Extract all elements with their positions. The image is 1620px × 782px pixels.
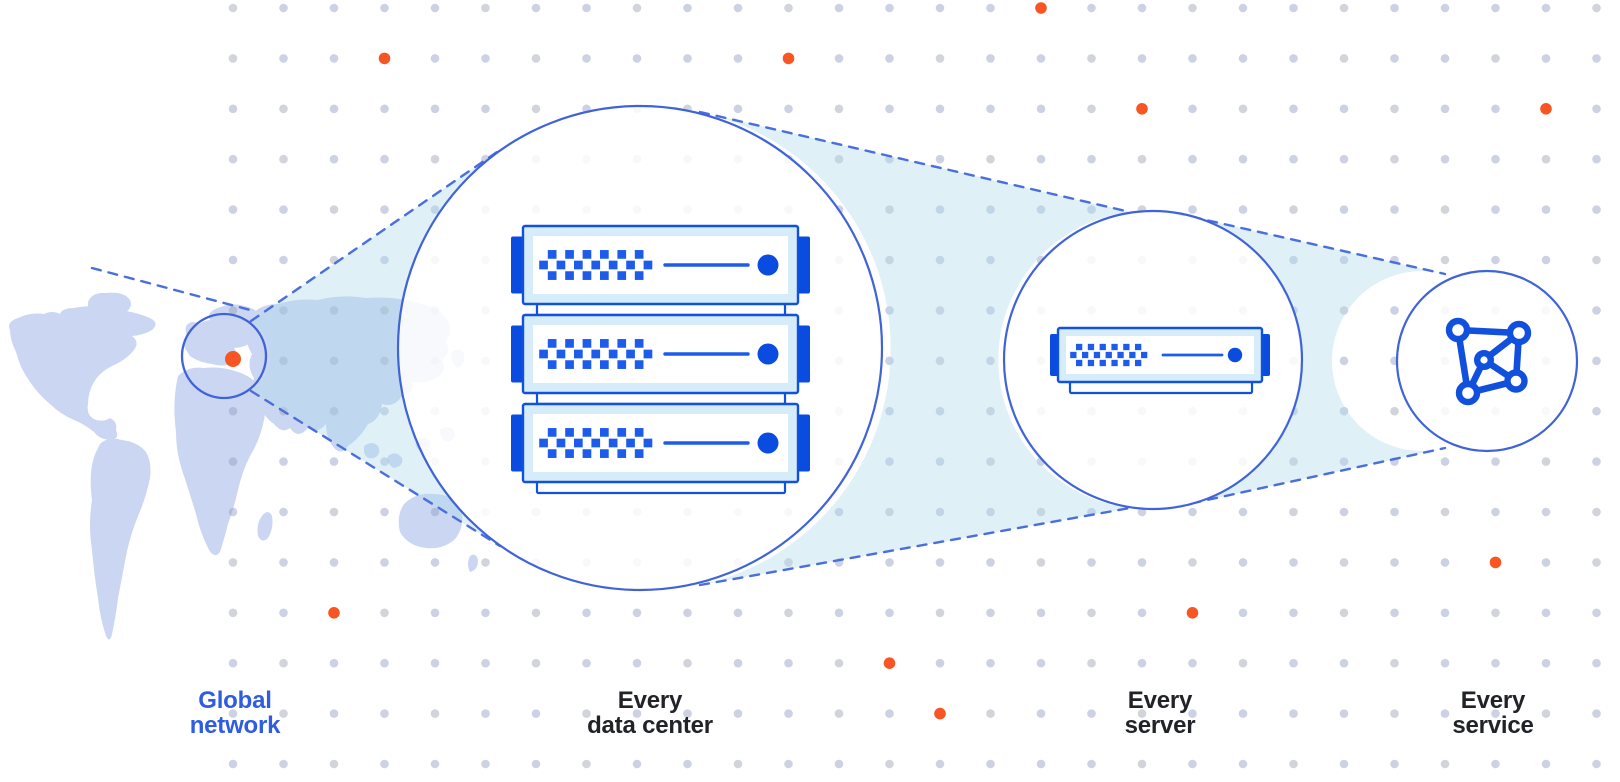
label-line: Every: [1127, 687, 1193, 714]
server-led: [757, 432, 779, 454]
server-led: [757, 343, 779, 365]
label-line: data center: [587, 712, 713, 739]
magnifier-circle: [180, 312, 268, 400]
network-node: [1473, 350, 1494, 371]
label-line: Global: [198, 687, 272, 714]
server-ear-right: [797, 325, 810, 383]
server-unit: [511, 402, 810, 484]
network-icon: [1445, 317, 1532, 406]
server-ear-left: [511, 325, 524, 383]
server-unit: [511, 224, 810, 306]
label-line: network: [189, 712, 281, 739]
server-unit: [1050, 326, 1270, 384]
accent-dot: [328, 607, 340, 619]
label-every-service: Every service: [1452, 687, 1534, 739]
zoom-wedges: [251, 112, 1445, 585]
accent-dot: [1540, 103, 1552, 115]
accent-dot: [782, 52, 795, 65]
label-line: server: [1124, 712, 1196, 739]
accent-dot: [883, 657, 896, 669]
server-led: [1227, 347, 1243, 363]
server-rack: [511, 224, 810, 495]
accent-dot: [1489, 556, 1502, 569]
server-led: [757, 254, 779, 276]
accent-dot: [1186, 607, 1199, 619]
label-line: Every: [617, 687, 683, 714]
server-unit: [511, 313, 810, 395]
label-line: Every: [1460, 687, 1526, 714]
server-ear-left: [511, 236, 524, 294]
accent-dot: [378, 52, 391, 65]
network-node: [1445, 317, 1471, 343]
accent-dot: [1035, 2, 1047, 14]
server-ear-right: [797, 414, 810, 472]
network-node: [1504, 369, 1528, 393]
accent-dot: [1136, 103, 1148, 115]
server-ear-left: [1050, 334, 1059, 376]
accent-dot: [934, 707, 946, 720]
label-every-data-center: Every data center: [587, 688, 713, 738]
network-node: [1506, 320, 1532, 346]
server-ear-right: [797, 236, 810, 294]
single-server: [1050, 326, 1270, 395]
server-ear-right: [1261, 334, 1270, 376]
label-global-network: Global network: [190, 688, 281, 738]
network-node: [1455, 380, 1481, 406]
label-line: service: [1452, 712, 1534, 739]
zoom-dash-lines: [90, 110, 1447, 587]
location-marker: [225, 351, 241, 367]
server-ear-left: [511, 414, 524, 472]
label-every-server: Every server: [1125, 688, 1196, 738]
